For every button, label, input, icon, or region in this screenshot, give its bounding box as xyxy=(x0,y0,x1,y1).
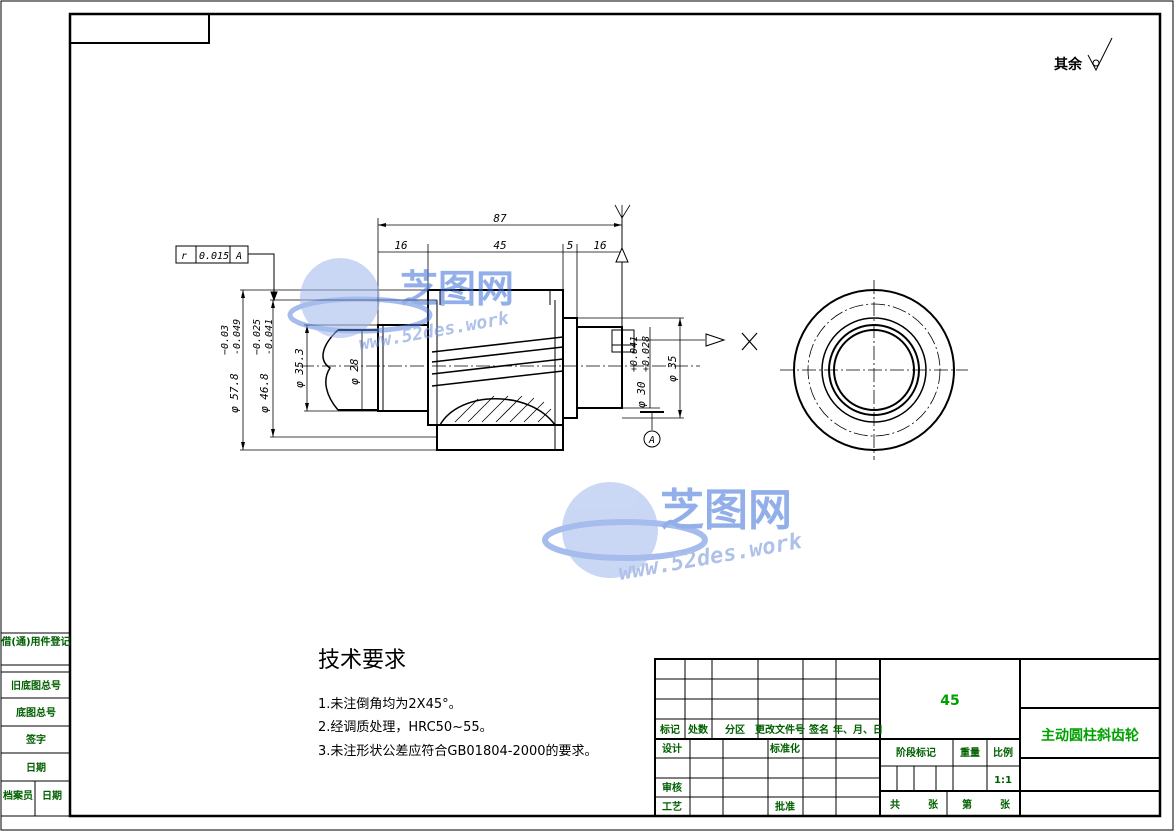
dim-30-tol-upper: +0.041 xyxy=(629,336,640,372)
tb-sheet-unit-2: 张 xyxy=(1000,798,1011,811)
tech-req-item-3: 3.未注形状公差应符合GB01804-2000的要求。 xyxy=(318,743,598,759)
tb-header-sign: 签名 xyxy=(808,723,829,736)
dim-35: φ 35 xyxy=(666,356,679,383)
dimension-arrows xyxy=(241,223,682,450)
tb-material: 45 xyxy=(940,693,959,709)
tb-label-design: 设计 xyxy=(662,742,682,755)
drawing-number-box xyxy=(69,13,210,44)
title-block-grid xyxy=(654,658,1161,817)
tolerance-symbol: r xyxy=(181,251,187,262)
datum-label: A xyxy=(648,435,655,446)
watermark-brand-bottom: 芝图网 xyxy=(660,485,792,536)
dim-28: φ 28 xyxy=(348,358,361,385)
dim-tip-tol-lower: -0.049 xyxy=(232,319,243,355)
margin-label-sign: 签字 xyxy=(25,733,46,746)
watermark-url-top: www.52des.work xyxy=(357,308,511,355)
dim-30-tol-lower: +0.028 xyxy=(641,336,652,372)
watermark-bottom: 芝图网 www.52des.work xyxy=(542,482,804,586)
dim-seg-gear: 45 xyxy=(493,239,506,252)
margin-label-archivist: 档案员 xyxy=(2,789,33,802)
tb-header-count: 处数 xyxy=(687,723,709,736)
tb-scale-value: 1:1 xyxy=(994,775,1012,786)
tech-req-item-1: 1.未注倒角均为2X45°。 xyxy=(318,697,462,712)
tb-label-approve: 批准 xyxy=(775,800,795,813)
tb-sheet-total: 共 xyxy=(890,798,900,811)
gear-shaft-front-view xyxy=(300,289,700,451)
margin-label-date: 日期 xyxy=(26,761,46,774)
dim-root-tol-lower: -0.041 xyxy=(264,319,275,355)
roughness-symbol-icon xyxy=(1087,37,1113,72)
tb-header-doc: 更改文件号 xyxy=(755,723,805,736)
dim-root-diameter: φ 46.8 xyxy=(258,373,271,413)
gear-side-view xyxy=(780,280,968,460)
datum-circle xyxy=(643,430,661,448)
dim-35-3: φ 35.3 xyxy=(293,348,306,388)
dim-seg-shoulder: 5 xyxy=(567,239,574,252)
dim-tip-diameter: φ 57.8 xyxy=(228,373,241,413)
margin-label-date-2: 日期 xyxy=(42,789,62,802)
dim-seg-right: 16 xyxy=(593,239,607,252)
dim-overall-length: 87 xyxy=(493,212,507,225)
watermark-top: 芝图网 www.52des.work xyxy=(287,258,514,355)
tb-scale-label: 比例 xyxy=(993,746,1013,759)
watermark-brand-top: 芝图网 xyxy=(400,267,514,311)
margin-label-old-base: 旧底图总号 xyxy=(11,679,61,692)
tb-header-mark: 标记 xyxy=(659,723,680,736)
drawing-frame xyxy=(68,12,1162,818)
dim-seg-left: 16 xyxy=(394,239,408,252)
tb-sheet-unit-1: 张 xyxy=(928,798,939,811)
margin-label-borrow: 借(通)用件登记 xyxy=(0,635,70,648)
left-margin-table xyxy=(0,632,71,817)
dim-root-tol-upper: −0.025 xyxy=(252,319,263,355)
dim-30: φ 30 xyxy=(635,381,648,408)
tb-part-name: 主动圆柱斜齿轮 xyxy=(1041,727,1139,744)
tb-label-review: 审核 xyxy=(662,781,682,794)
section-arrows xyxy=(615,246,726,347)
tolerance-datum: A xyxy=(235,251,242,262)
tolerance-value: 0.015 xyxy=(199,251,229,262)
tb-sheet-no: 第 xyxy=(962,798,972,811)
tech-req-title: 技术要求 xyxy=(318,648,406,673)
tolerance-frame xyxy=(175,245,278,302)
cross-marker-icon xyxy=(741,332,758,351)
roughness-note: 其余 xyxy=(1054,56,1083,73)
tb-header-zone: 分区 xyxy=(725,723,745,736)
tb-weight-label: 重量 xyxy=(960,746,980,759)
tb-label-process: 工艺 xyxy=(662,800,682,813)
tb-header-date: 年、月、日 xyxy=(833,723,883,736)
margin-label-base: 底图总号 xyxy=(16,706,56,719)
tb-stage-label: 阶段标记 xyxy=(896,746,936,759)
tech-req-item-2: 2.经调质处理，HRC50~55。 xyxy=(318,720,493,735)
dim-tip-tol-upper: −0.03 xyxy=(220,325,231,355)
tb-label-standard: 标准化 xyxy=(769,742,800,755)
